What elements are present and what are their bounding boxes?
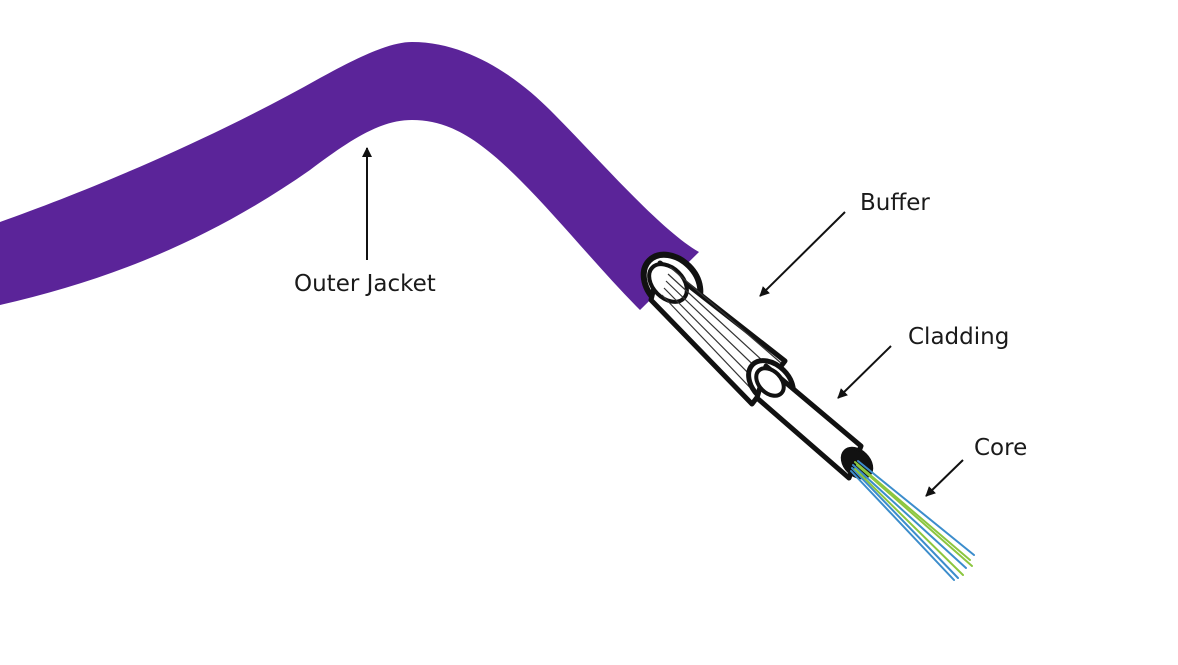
outer-jacket-label: Outer Jacket [294,271,436,297]
buffer-label: Buffer [860,190,930,216]
outer-jacket [0,42,699,310]
buffer-arrow [759,211,846,297]
core-arrow [925,459,964,497]
cladding-arrow [837,345,892,399]
core-fibers [850,460,975,581]
cladding-start [754,366,786,398]
cladding-label: Cladding [908,324,1010,350]
core-label: Core [974,435,1028,461]
